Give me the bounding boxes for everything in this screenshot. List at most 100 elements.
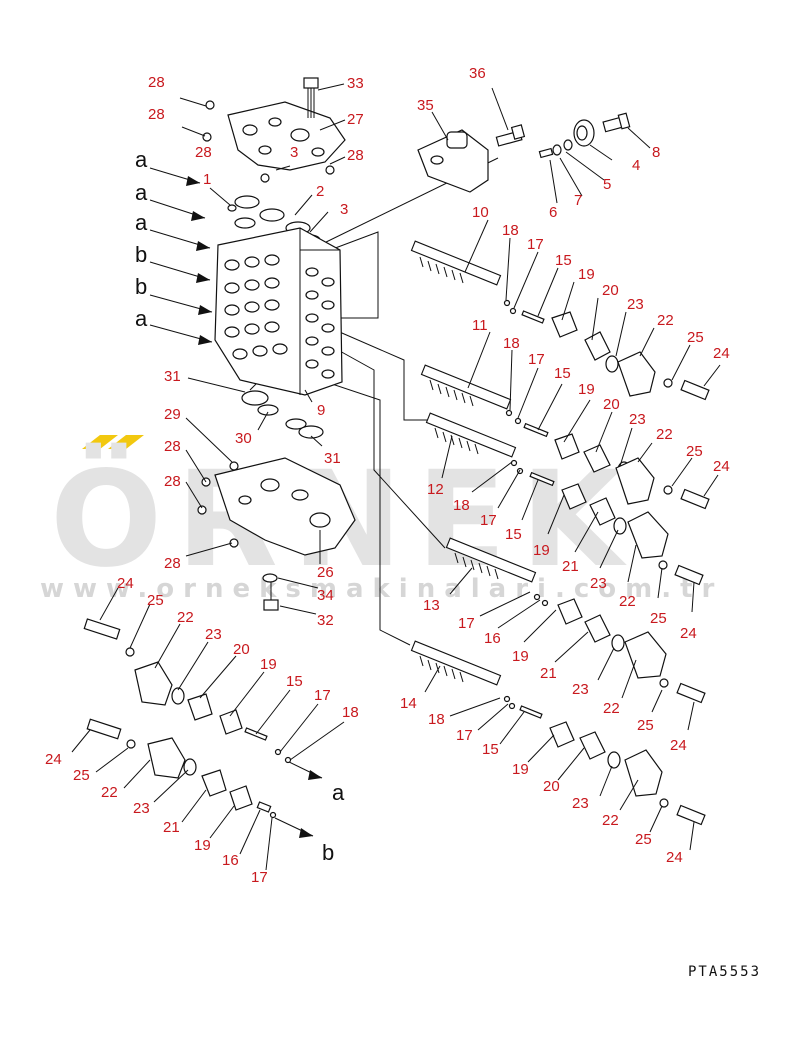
callout: 21 xyxy=(562,558,579,575)
callout: 12 xyxy=(427,481,444,498)
callout: 20 xyxy=(602,282,619,299)
callout: 24 xyxy=(713,345,730,362)
top-cover xyxy=(202,77,346,183)
callout: 24 xyxy=(45,751,62,768)
callout: 25 xyxy=(73,767,90,784)
callout: 23 xyxy=(590,575,607,592)
arrow-letter: a xyxy=(135,147,148,172)
cap-row-left-1 xyxy=(83,618,292,764)
drawing-code: PTA5553 xyxy=(688,964,761,980)
callout: 23 xyxy=(205,626,222,643)
arrow-letter: b xyxy=(322,840,334,865)
callout: 22 xyxy=(177,609,194,626)
callout: 25 xyxy=(635,831,652,848)
callout: 25 xyxy=(687,329,704,346)
callout: 7 xyxy=(574,192,582,209)
callout: 19 xyxy=(578,381,595,398)
callout: 19 xyxy=(578,266,595,283)
cap-row-5 xyxy=(503,695,706,826)
callout: 17 xyxy=(480,512,497,529)
callout: 24 xyxy=(680,625,697,642)
callout: 15 xyxy=(555,252,572,269)
callout: 5 xyxy=(603,176,611,193)
callout: 19 xyxy=(260,656,277,673)
callout: 24 xyxy=(117,575,134,592)
callout: 24 xyxy=(666,849,683,866)
callout: 23 xyxy=(572,795,589,812)
callout: 28 xyxy=(164,555,181,572)
arrow-letters: a a a b b a a b xyxy=(135,147,345,865)
callout: 17 xyxy=(456,727,473,744)
callout: 22 xyxy=(603,700,620,717)
relief-valve xyxy=(417,112,631,193)
callout: 16 xyxy=(222,852,239,869)
callout: 22 xyxy=(657,312,674,329)
callout: 19 xyxy=(194,837,211,854)
callout: 17 xyxy=(251,869,268,886)
callout: 10 xyxy=(472,204,489,221)
callout: 36 xyxy=(469,65,486,82)
arrow-letter: a xyxy=(135,180,148,205)
arrow-letter: a xyxy=(135,210,148,235)
callout: 18 xyxy=(502,222,519,239)
callout: 24 xyxy=(713,458,730,475)
callout: 30 xyxy=(235,430,252,447)
spool-13 xyxy=(445,537,537,583)
callout: 35 xyxy=(417,97,434,114)
cap-row-1 xyxy=(503,299,710,401)
callout: 32 xyxy=(317,612,334,629)
callout: 17 xyxy=(314,687,331,704)
callout: 28 xyxy=(347,147,364,164)
callout: 28 xyxy=(148,106,165,123)
callout: 28 xyxy=(164,438,181,455)
callout: 15 xyxy=(554,365,571,382)
cap-assemblies-left xyxy=(83,618,292,819)
callout: 9 xyxy=(317,402,325,419)
callout: 20 xyxy=(543,778,560,795)
callout: 15 xyxy=(505,526,522,543)
cap-row-left-2 xyxy=(86,718,277,819)
callout: 20 xyxy=(603,396,620,413)
callout: 24 xyxy=(670,737,687,754)
callout: 15 xyxy=(482,741,499,758)
callout: 22 xyxy=(101,784,118,801)
callout: 29 xyxy=(164,406,181,423)
callout: 17 xyxy=(527,236,544,253)
callout: 19 xyxy=(533,542,550,559)
watermark-accent-right xyxy=(108,435,144,449)
spool-14 xyxy=(410,640,502,686)
callout: 16 xyxy=(484,630,501,647)
callout: 4 xyxy=(632,157,640,174)
callout: 20 xyxy=(233,641,250,658)
callout: 11 xyxy=(472,317,488,334)
callout: 3 xyxy=(290,144,298,161)
callout: 21 xyxy=(540,665,557,682)
callout: 18 xyxy=(342,704,359,721)
callout: 22 xyxy=(656,426,673,443)
callout-leaders xyxy=(71,83,721,871)
callout: 25 xyxy=(147,592,164,609)
callout: 22 xyxy=(619,593,636,610)
spool-10 xyxy=(410,240,502,286)
arrow-letter: b xyxy=(135,242,147,267)
callout: 23 xyxy=(629,411,646,428)
callout: 28 xyxy=(164,473,181,490)
callout: 22 xyxy=(602,812,619,829)
callout: 3 xyxy=(340,201,348,218)
lower-seals xyxy=(241,390,324,439)
callout: 17 xyxy=(458,615,475,632)
callout: 25 xyxy=(637,717,654,734)
cap-row-3 xyxy=(510,459,704,586)
callout: 25 xyxy=(686,443,703,460)
callout: 34 xyxy=(317,587,334,604)
callout: 23 xyxy=(627,296,644,313)
arrow-group xyxy=(149,167,323,838)
callout: 33 xyxy=(347,75,364,92)
cap-row-2 xyxy=(505,409,710,510)
callout: 1 xyxy=(203,171,211,188)
cap-assemblies-right xyxy=(503,299,710,826)
watermark-url: www.orneksmakinalari.com.tr xyxy=(40,574,723,604)
watermark-accent-left xyxy=(82,435,118,449)
callout: 21 xyxy=(163,819,180,836)
